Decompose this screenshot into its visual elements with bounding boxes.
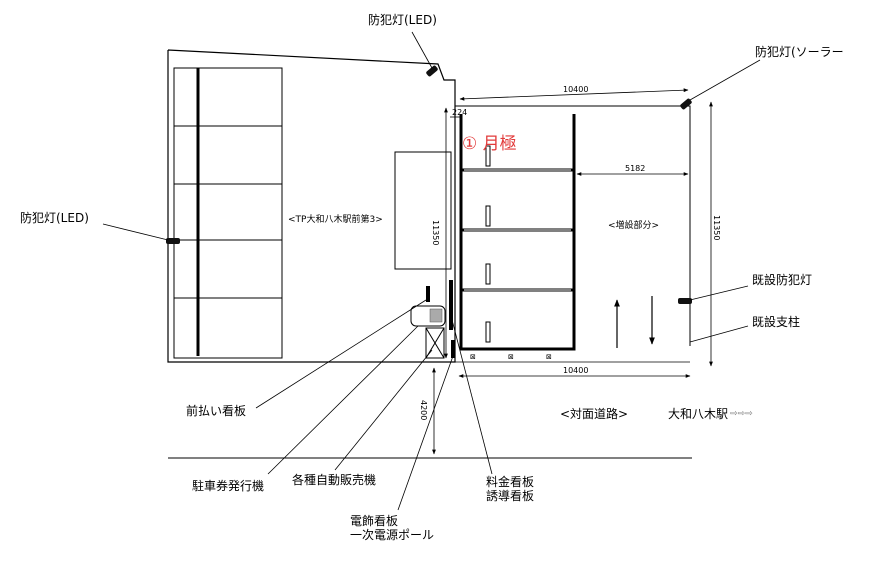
label-light-top: 防犯灯(LED) (368, 12, 437, 27)
dim-entrance-text: 4200 (419, 400, 428, 420)
monthly-stalls (459, 114, 576, 351)
light-left-icon (166, 238, 180, 244)
existing-light-icon (678, 298, 692, 304)
label-price-sign-1: 料金看板 (486, 474, 534, 489)
label-elec-sign-1: 電飾看板 (350, 514, 398, 528)
label-existing-pole: 既設支柱 (752, 314, 800, 329)
dim-small-text: 224 (452, 108, 467, 117)
label-light-left: 防犯灯(LED) (20, 210, 89, 225)
dim-inner-vert-text: 11350 (431, 220, 440, 245)
svg-text:⊠: ⊠ (470, 353, 476, 361)
svg-text:⊠: ⊠ (546, 353, 552, 361)
label-road: <対面道路> (560, 406, 628, 421)
label-price-sign-2: 誘導看板 (486, 489, 534, 503)
dim-top-text: 10400 (563, 85, 588, 94)
bollards: ⊠ ⊠ ⊠ (470, 353, 552, 361)
label-monthly: ① 月極 (462, 134, 517, 154)
leader-lines (102, 31, 761, 511)
vending-machine-icon (425, 327, 445, 359)
label-vending: 各種自動販売機 (292, 472, 376, 487)
station-arrow-icon: ⇨⇨⇨ (730, 409, 753, 419)
label-station: 大和八木駅 (668, 407, 728, 421)
light-solar-icon (680, 98, 692, 110)
dim-bottom-text: 10400 (563, 366, 588, 375)
label-prepay-sign: 前払い看板 (186, 403, 246, 418)
label-existing-light: 既設防犯灯 (752, 272, 812, 287)
wheel-stops (485, 145, 491, 343)
label-elec-sign-2: 一次電源ポール (350, 528, 434, 542)
dim-right-text: 11350 (712, 215, 721, 240)
dim-top (459, 88, 689, 101)
building-block (394, 151, 452, 270)
light-top-icon (426, 65, 438, 77)
elec-sign-icon (451, 340, 455, 358)
price-sign-icon (449, 280, 453, 330)
dim-inner-text: 5182 (625, 164, 645, 173)
label-ticket-machine: 駐車券発行機 (192, 478, 264, 493)
label-lot-name: <TP大和八木駅前第3> (288, 213, 383, 225)
prepay-sign-icon (426, 286, 430, 302)
label-light-solar: 防犯灯(ソーラー (755, 44, 844, 59)
svg-text:⊠: ⊠ (508, 353, 514, 361)
existing-lot-outline (167, 49, 456, 363)
expansion-area-outline (455, 105, 691, 346)
left-parking-stalls (173, 67, 283, 359)
label-expansion: <増設部分> (608, 219, 659, 231)
